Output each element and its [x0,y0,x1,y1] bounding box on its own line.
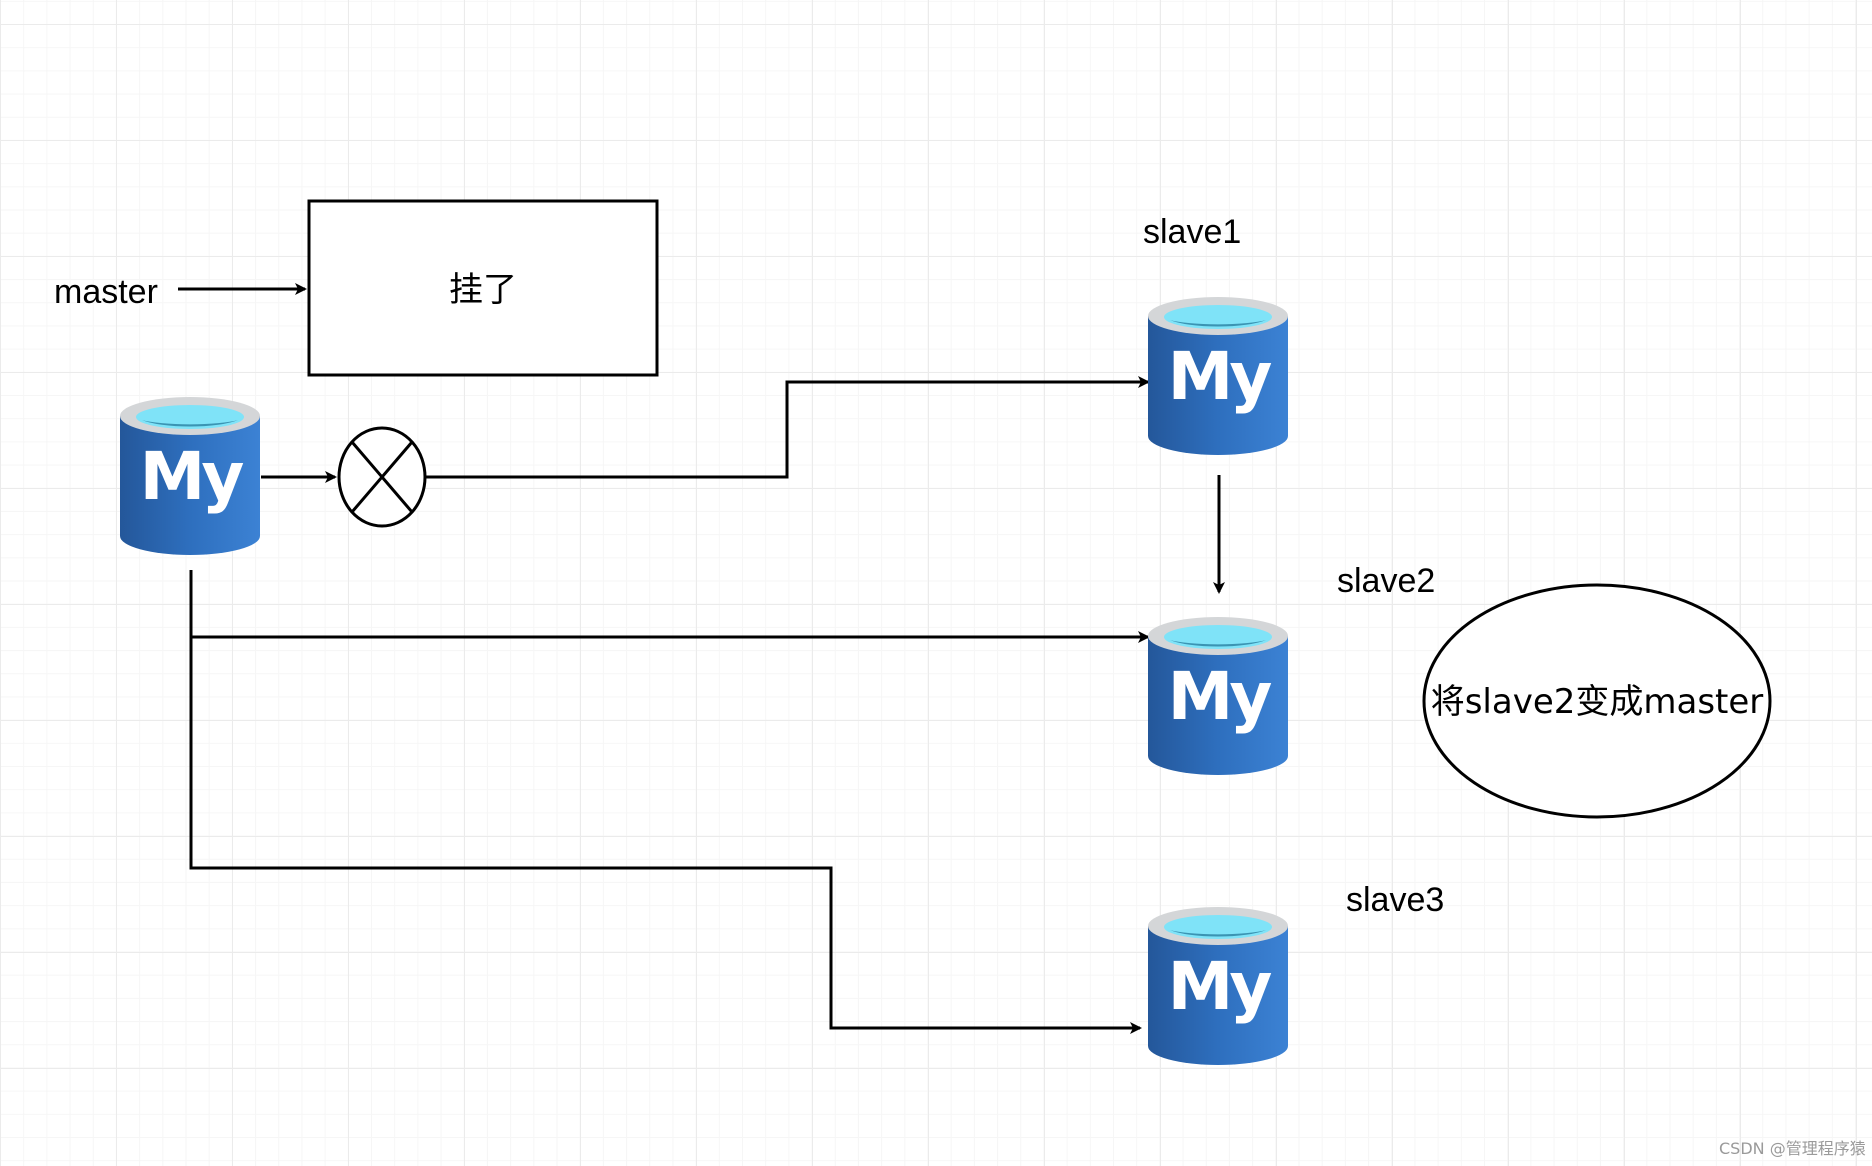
master-to-slave2-edge [189,570,1150,643]
master-to-slave1-edge [425,376,1150,479]
promote-note-label: 将slave2变成master [1431,682,1764,722]
master-down-box [307,199,659,377]
master-to-slave3-edge [189,637,1142,1034]
master-label: master [54,273,158,311]
csdn-watermark: CSDN @管理程序猿 [1719,1139,1866,1158]
promote-note-ellipse [1422,583,1772,819]
slave1-label: slave1 [1143,213,1241,251]
slave2-db-icon [1148,617,1288,775]
slave3-label: slave3 [1346,881,1444,919]
slave2-label: slave2 [1337,562,1435,600]
master-down-label: 挂了 [449,270,517,310]
slave1-db-icon [1148,297,1288,455]
x-circle-icon [337,426,427,528]
slave3-db-icon [1148,907,1288,1065]
master-db-icon [120,397,260,555]
